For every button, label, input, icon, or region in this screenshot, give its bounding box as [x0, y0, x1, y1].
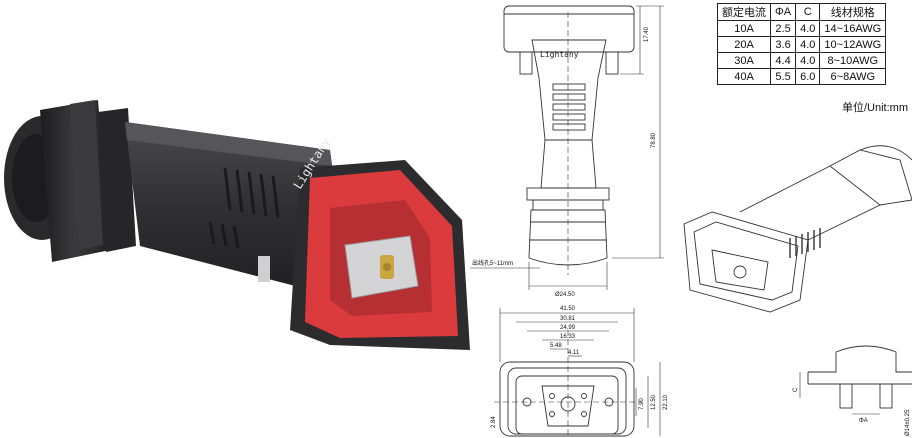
- cell-wire: 14~16AWG: [819, 20, 887, 37]
- table-row: 20A 3.6 4.0 10~12AWG: [717, 36, 887, 53]
- front-width-3: 24.99: [560, 325, 576, 331]
- cell-c: 4.0: [795, 20, 821, 37]
- cell-c: 4.0: [795, 36, 821, 53]
- connector-insert: [344, 235, 419, 299]
- table-row: 40A 5.5 6.0 6~8AWG: [717, 68, 887, 85]
- front-width-2: 30.81: [560, 316, 576, 322]
- side-view-drawing: [470, 5, 664, 290]
- spec-table-header-row: 额定电流 ΦA C 线材规格: [717, 3, 887, 21]
- connector-body: [125, 122, 350, 300]
- cell-current: 10A: [717, 20, 771, 37]
- front-height-1: 7.90: [639, 398, 645, 410]
- product-photo: Lightany: [4, 100, 470, 350]
- cell-current: 30A: [717, 52, 771, 69]
- front-width-1: 41.50: [560, 306, 576, 312]
- cell-current: 40A: [717, 68, 771, 85]
- front-width-6: 4.11: [568, 350, 580, 356]
- cell-phi-a: 2.5: [769, 20, 797, 37]
- cable-gland: [4, 100, 136, 262]
- section-label-phi: ΦA: [859, 418, 868, 424]
- side-dim-diameter: Ø24.50: [555, 292, 575, 298]
- section-view-drawing: [799, 345, 912, 415]
- front-view-drawing: [494, 308, 661, 438]
- cell-c: 6.0: [795, 68, 821, 85]
- isometric-drawing: [683, 145, 912, 313]
- cell-wire: 10~12AWG: [819, 36, 887, 53]
- spec-table: 额定电流 ΦA C 线材规格 10A 2.5 4.0 14~16AWG 20A …: [717, 3, 887, 85]
- front-height-3: 22.10: [663, 394, 669, 410]
- front-width-4: 16.33: [560, 334, 576, 340]
- cable-hole-label: 出线孔5~11mm: [472, 259, 513, 267]
- cell-phi-a: 5.5: [769, 68, 797, 85]
- cell-phi-a: 4.4: [769, 52, 797, 69]
- cell-wire: 6~8AWG: [819, 68, 887, 85]
- header-rated-current: 额定电流: [717, 3, 771, 21]
- unit-label: 单位/Unit:mm: [842, 102, 908, 114]
- section-label-right: Ø14±0.25: [905, 409, 911, 436]
- table-row: 30A 4.4 4.0 8~10AWG: [717, 52, 887, 69]
- cell-current: 20A: [717, 36, 771, 53]
- header-phi-a: ΦA: [769, 3, 797, 21]
- side-brand-logo: Lightany: [540, 50, 579, 59]
- cell-c: 4.0: [795, 52, 821, 69]
- side-dim-top: 17.40: [644, 26, 650, 42]
- header-c: C: [795, 3, 821, 21]
- front-width-5: 5.48: [550, 343, 562, 349]
- front-height-2: 12.50: [651, 394, 657, 410]
- table-row: 10A 2.5 4.0 14~16AWG: [717, 20, 887, 37]
- section-label-c: C: [793, 387, 799, 392]
- header-wire-gauge: 线材规格: [819, 3, 887, 21]
- cell-phi-a: 3.6: [769, 36, 797, 53]
- side-dim-total: 78.80: [651, 132, 657, 148]
- front-height-4: 2.84: [491, 416, 497, 428]
- cell-wire: 8~10AWG: [819, 52, 887, 69]
